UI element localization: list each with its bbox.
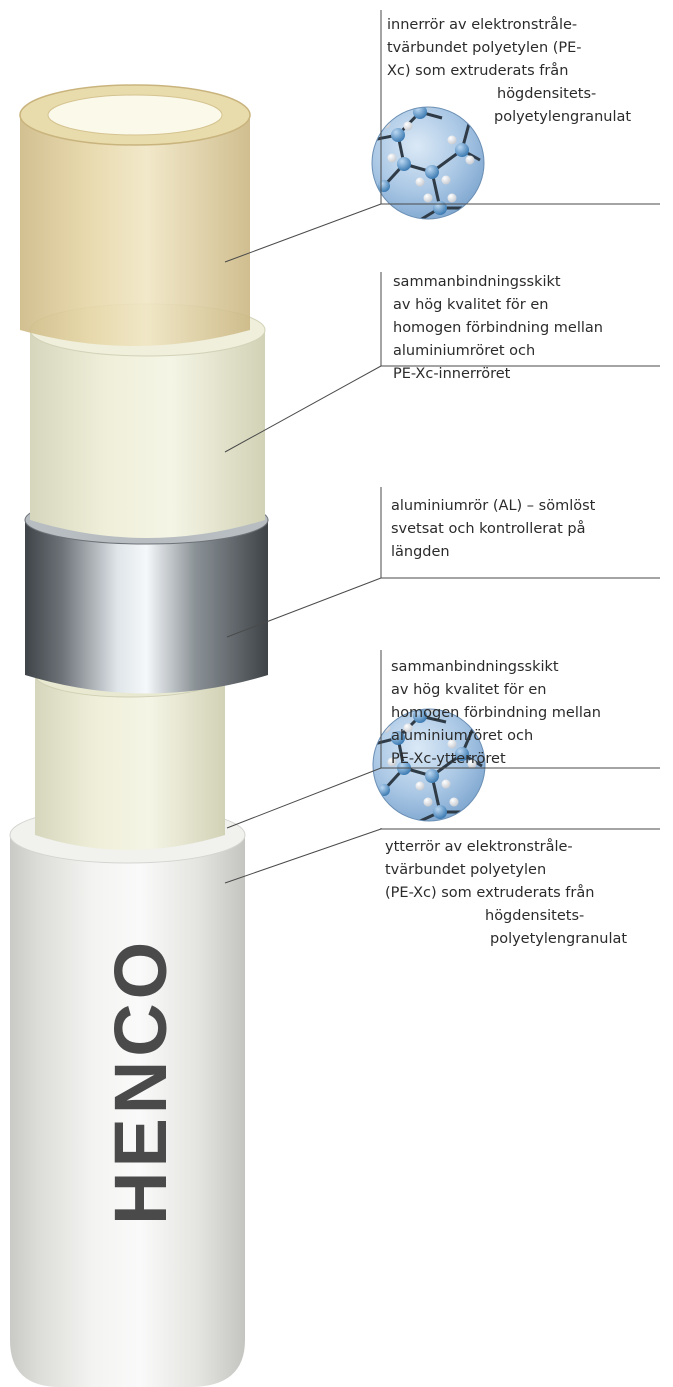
- callout-line: aluminiumrör (AL) – sömlöst: [391, 495, 595, 518]
- callout-line: polyetylengranulat: [385, 928, 627, 951]
- callout-line: Xc) som extruderats från: [387, 60, 631, 83]
- callout-line: aluminiumröret och: [393, 340, 603, 363]
- callout-line: av hög kvalitet för en: [393, 294, 603, 317]
- inner-pipe-layer: [20, 85, 250, 346]
- callout-line: ytterrör av elektronstråle-: [385, 836, 627, 859]
- brand-logo-text: HENCO: [99, 938, 182, 1225]
- callout-line: tvärbundet polyetylen (PE-: [387, 37, 631, 60]
- brand-logo: HENCO: [99, 938, 182, 1225]
- callout-line: högdensitets-: [387, 83, 631, 106]
- callout-line: aluminiumröret och: [391, 725, 601, 748]
- callout-line: homogen förbindning mellan: [391, 702, 601, 725]
- callout-line: svetsat och kontrollerat på: [391, 518, 595, 541]
- callout-line: sammanbindningsskikt: [391, 656, 601, 679]
- callout-inner-pipe: innerrör av elektronstråle- tvärbundet p…: [387, 14, 631, 129]
- callout-line: PE-Xc-innerröret: [393, 363, 603, 386]
- callout-line: sammanbindningsskikt: [393, 271, 603, 294]
- callout-line: (PE-Xc) som extruderats från: [385, 882, 627, 905]
- callout-line: polyetylengranulat: [387, 106, 631, 129]
- callout-line: homogen förbindning mellan: [393, 317, 603, 340]
- callout-inner-bonding-layer: sammanbindningsskikt av hög kvalitet för…: [393, 271, 603, 386]
- callout-outer-bonding-layer: sammanbindningsskikt av hög kvalitet för…: [391, 656, 601, 771]
- callout-line: PE-Xc-ytterröret: [391, 748, 601, 771]
- callout-line: högdensitets-: [385, 905, 627, 928]
- callout-aluminium-pipe: aluminiumrör (AL) – sömlöst svetsat och …: [391, 495, 595, 564]
- callout-line: innerrör av elektronstråle-: [387, 14, 631, 37]
- callout-line: tvärbundet polyetylen: [385, 859, 627, 882]
- callout-line: längden: [391, 541, 595, 564]
- callout-outer-pipe: ytterrör av elektronstråle- tvärbundet p…: [385, 836, 627, 951]
- callout-line: av hög kvalitet för en: [391, 679, 601, 702]
